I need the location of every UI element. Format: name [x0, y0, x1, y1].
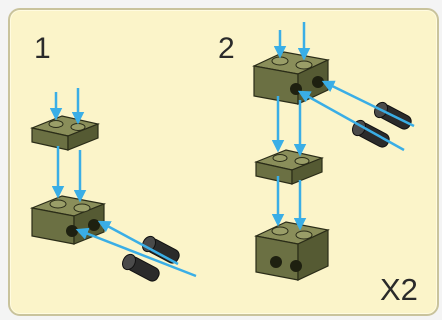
assembly-arrow-icon: [297, 90, 405, 152]
assembly-arrow-icon: [75, 227, 197, 278]
step-number-1: 1: [34, 32, 51, 65]
quantity-multiplier: X2: [380, 272, 418, 307]
step-number-2: 2: [218, 32, 235, 65]
plate-icon: [29, 115, 101, 151]
plate-icon: [253, 149, 325, 185]
technic-brick-icon: [254, 221, 330, 281]
technic-pin-icon: [122, 253, 160, 282]
technic-pin-icon: [142, 235, 180, 264]
assembly-arrow-icon: [321, 80, 415, 128]
assembly-arrow-icon: [97, 220, 179, 266]
technic-brick-icon: [252, 51, 330, 105]
